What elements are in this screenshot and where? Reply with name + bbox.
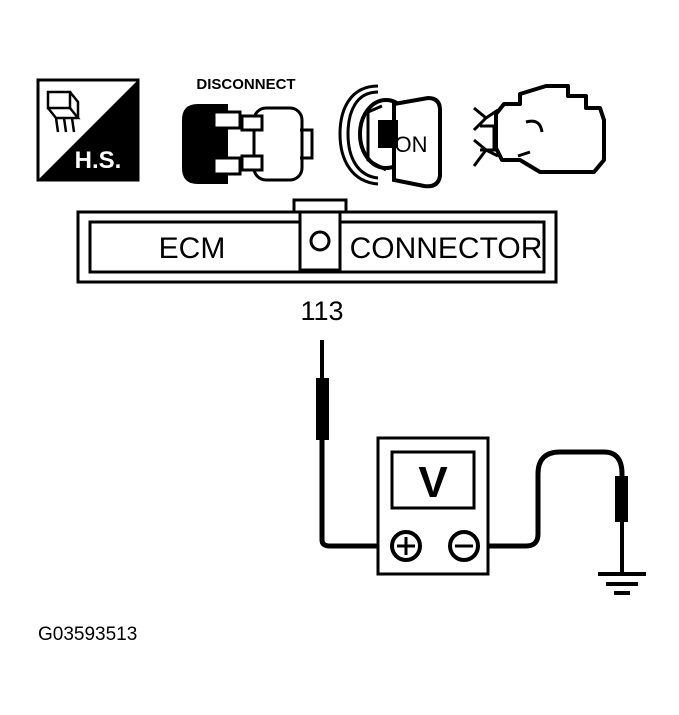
figure-id: G03593513 [38, 624, 137, 645]
ignition-on-label: ON [395, 132, 428, 157]
hs-label: H.S. [75, 147, 122, 174]
ecm-label: ECM [159, 232, 226, 265]
voltmeter-display [390, 450, 476, 510]
terminal-number: 113 [300, 296, 343, 326]
disconnect-label: DISCONNECT [196, 76, 295, 93]
negative-test-lead [484, 449, 628, 572]
positive-terminal [390, 530, 422, 562]
ecm-connector: ECM CONNECTOR [76, 198, 558, 284]
negative-terminal [448, 530, 480, 562]
disconnect-connector-icon: DISCONNECT [182, 76, 314, 184]
terminal-113-pin [309, 230, 331, 252]
ground-icon [598, 572, 646, 595]
voltmeter: V [376, 436, 490, 576]
connector-label: CONNECTOR [350, 232, 543, 265]
engine-icon [472, 84, 606, 174]
voltmeter-display-label: V [418, 458, 448, 507]
harness-connector-icon: H.S. [36, 78, 140, 182]
positive-test-lead [316, 340, 390, 549]
ignition-key-on-icon: ON [338, 84, 442, 189]
